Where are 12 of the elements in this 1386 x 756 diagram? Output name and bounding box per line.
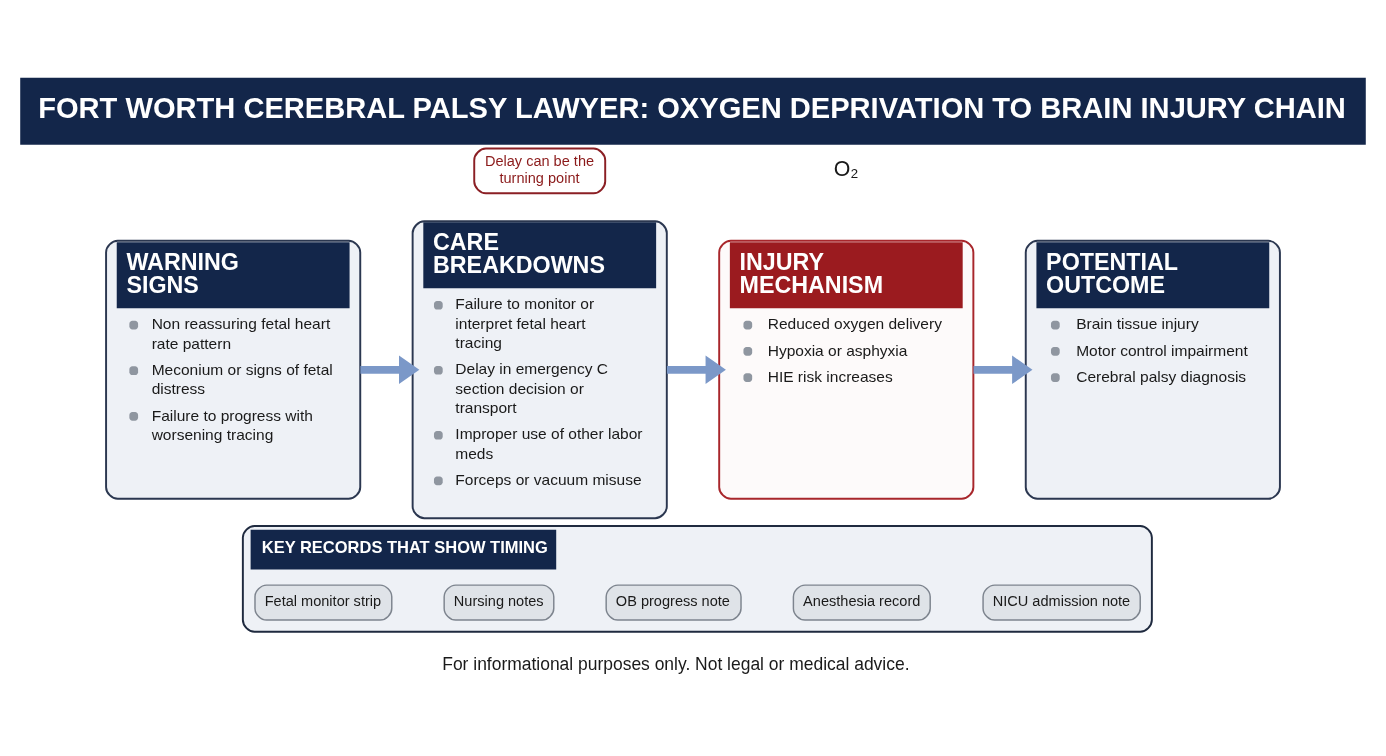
node-box: Delay can be the turning point bbox=[473, 147, 607, 194]
label: O₂ bbox=[833, 156, 859, 181]
node-box: NICU admission note bbox=[982, 583, 1141, 621]
arrow bbox=[360, 355, 420, 384]
caption: For informational purposes only. Not legal or medical advice. bbox=[442, 653, 910, 674]
node-box: Fetal monitor strip bbox=[254, 583, 393, 621]
diagram-title: FORT WORTH CEREBRAL PALSY LAWYER: OXYGEN DEPRIVATION TO BRAIN INJURY CHAIN bbox=[38, 91, 1346, 124]
node-box: OB progress note bbox=[605, 583, 742, 621]
node-box: Nursing notes bbox=[443, 583, 555, 621]
arrow bbox=[666, 355, 726, 384]
arrow bbox=[973, 355, 1033, 384]
node-box: Anesthesia record bbox=[792, 583, 931, 621]
